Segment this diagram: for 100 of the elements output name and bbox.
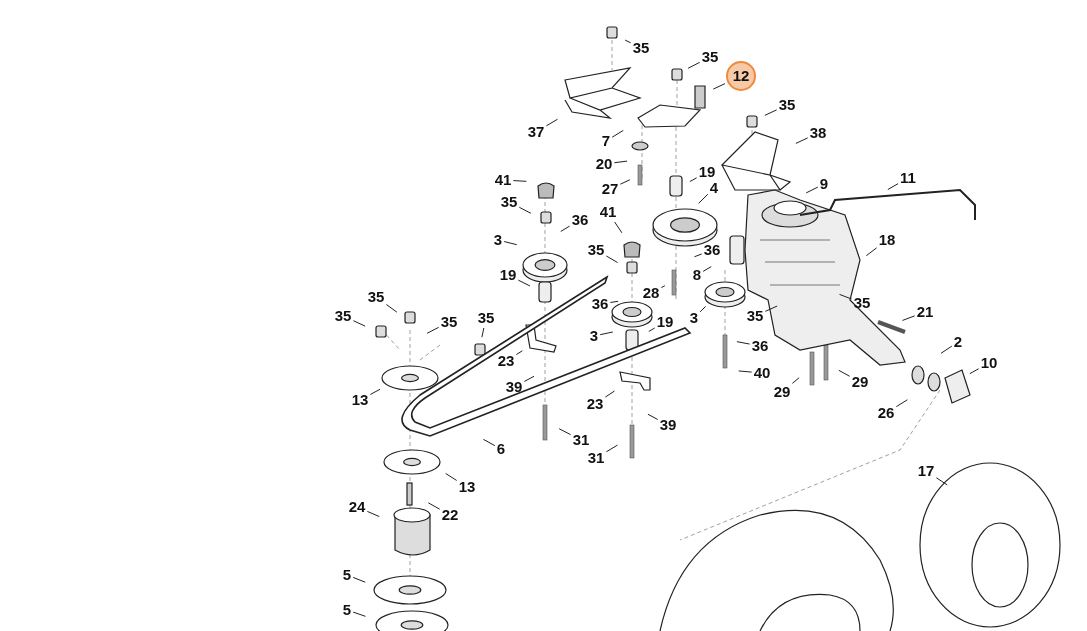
callout-number: 29: [850, 373, 870, 391]
leader-line: [902, 315, 916, 321]
leader-line: [764, 305, 778, 312]
callout-number: 36: [702, 241, 722, 259]
leader-line: [699, 305, 707, 313]
leader-line: [517, 279, 531, 287]
leader-line: [426, 326, 440, 334]
leader-line: [545, 118, 558, 127]
callout-number: 27: [600, 180, 620, 198]
callout-number: 4: [708, 179, 720, 197]
leader-line: [805, 186, 819, 194]
callout-number: 3: [688, 309, 700, 327]
callout-number: 35: [333, 307, 353, 325]
callout-number: 19: [655, 313, 675, 331]
leader-line: [605, 255, 619, 264]
callout-number: 18: [877, 231, 897, 249]
callout-number: 3: [492, 231, 504, 249]
callout-number: 2: [952, 333, 964, 351]
leader-line: [935, 477, 948, 486]
leader-line: [738, 370, 753, 373]
callout-number: 3: [588, 327, 600, 345]
callout-number: 39: [658, 416, 678, 434]
leader-line: [614, 221, 623, 234]
callout-number: 35: [777, 96, 797, 114]
leader-line: [969, 368, 980, 375]
leader-line: [940, 345, 953, 354]
callout-number: 17: [916, 462, 936, 480]
leader-line: [619, 179, 631, 185]
callout-number: 36: [590, 295, 610, 313]
callout-number: 35: [499, 193, 519, 211]
callout-number: 20: [594, 155, 614, 173]
callout-number: 31: [586, 449, 606, 467]
callout-number: 21: [915, 303, 935, 321]
leader-line: [648, 327, 656, 332]
callout-number: 13: [457, 478, 477, 496]
leader-line: [795, 137, 809, 144]
callout-number: 26: [876, 404, 896, 422]
callout-number: 24: [347, 498, 367, 516]
leader-line: [369, 388, 381, 395]
leader-line: [560, 225, 571, 232]
callout-number: 22: [440, 506, 460, 524]
leader-line: [791, 377, 800, 384]
callout-number: 35: [439, 313, 459, 331]
callout-number: 36: [750, 337, 770, 355]
callout-number: 38: [808, 124, 828, 142]
callout-number: 5: [341, 566, 353, 584]
callout-number: 7: [600, 132, 612, 150]
leader-line: [687, 61, 701, 69]
callout-number: 23: [585, 395, 605, 413]
leader-line: [352, 576, 366, 583]
callout-number: 19: [697, 163, 717, 181]
leader-line: [503, 241, 518, 246]
callout-number: 29: [772, 383, 792, 401]
leader-line: [624, 39, 632, 44]
leader-line: [523, 375, 535, 382]
callout-number: 13: [350, 391, 370, 409]
callout-number: 39: [504, 378, 524, 396]
leader-line: [613, 160, 628, 164]
callout-number: 41: [598, 203, 618, 221]
leader-line: [712, 83, 726, 90]
callout-number: 5: [341, 601, 353, 619]
callout-number: 37: [526, 123, 546, 141]
leader-line: [839, 293, 853, 300]
callout-number: 35: [366, 288, 386, 306]
callout-number: 19: [498, 266, 518, 284]
callout-number: 40: [752, 364, 772, 382]
leader-line: [609, 300, 619, 303]
leader-line: [865, 247, 878, 257]
callout-number: 35: [586, 241, 606, 259]
leader-line: [445, 473, 458, 481]
leader-line: [427, 502, 441, 510]
leader-line: [352, 320, 366, 327]
callout-number: 35: [745, 307, 765, 325]
leader-line: [515, 350, 523, 356]
callout-number: 31: [571, 431, 591, 449]
callout-number: 11: [899, 169, 917, 187]
leader-line: [660, 285, 666, 289]
callout-number: 35: [476, 309, 496, 327]
leader-line: [558, 428, 572, 436]
leader-line: [385, 304, 398, 313]
callout-number: 36: [570, 211, 590, 229]
callout-number: 23: [496, 352, 516, 370]
leader-line: [352, 611, 366, 617]
leader-line: [702, 266, 712, 272]
leader-line: [764, 109, 778, 116]
callout-number: 35: [700, 48, 720, 66]
leader-line: [599, 331, 614, 336]
leader-line: [693, 253, 703, 258]
leader-line: [647, 413, 659, 420]
callout-number: 9: [818, 175, 830, 193]
leader-line: [698, 193, 709, 204]
leader-line: [838, 369, 851, 377]
callout-number: 8: [691, 266, 703, 284]
leader-line: [518, 206, 532, 214]
leader-line: [887, 183, 899, 191]
leader-line: [611, 129, 624, 138]
leader-line: [605, 444, 618, 453]
callout-number: 28: [641, 284, 661, 302]
leader-line: [689, 177, 698, 183]
callout-number: 41: [493, 171, 513, 189]
